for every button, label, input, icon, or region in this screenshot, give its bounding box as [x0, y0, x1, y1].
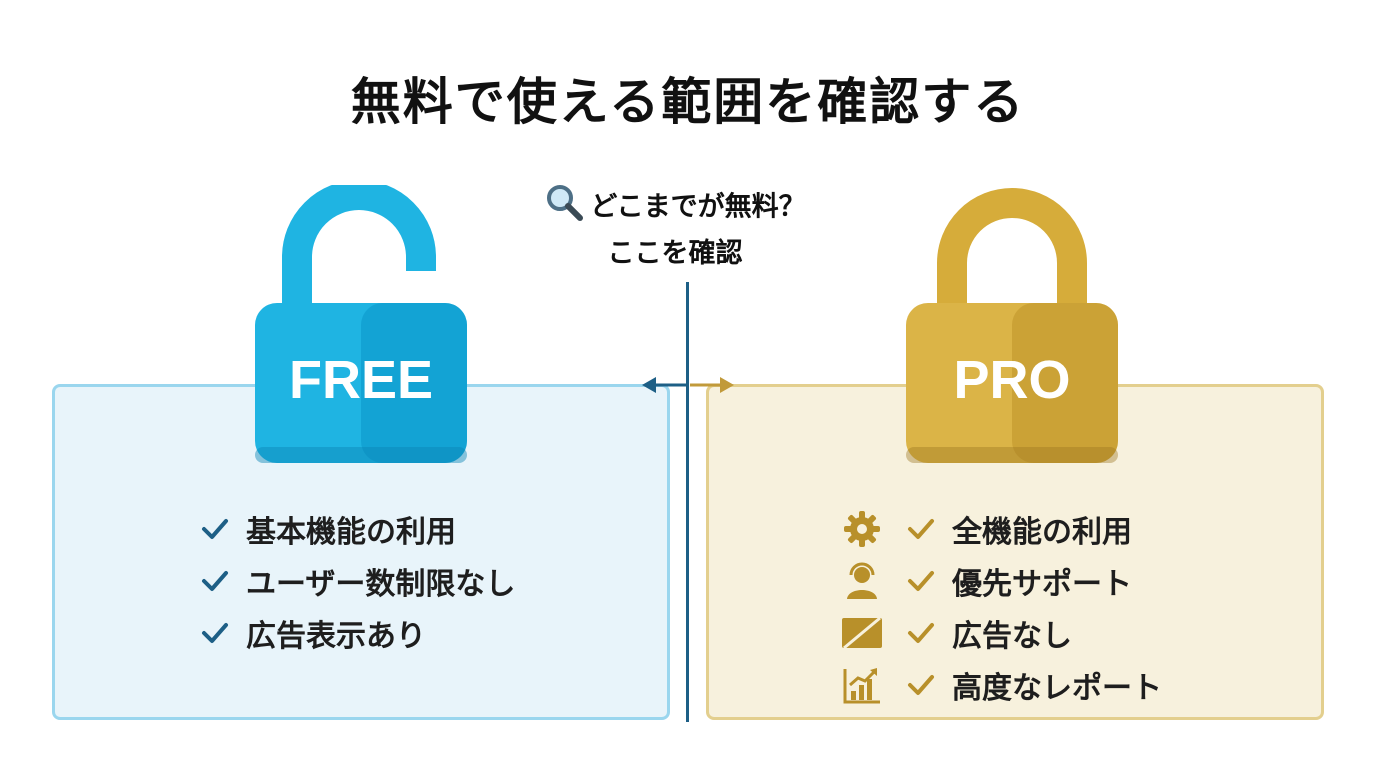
check-icon	[202, 519, 228, 539]
free-feature-text: 基本機能の利用	[246, 515, 456, 550]
page-title: 無料で使える範囲を確認する	[350, 73, 1026, 131]
check-icon	[908, 623, 934, 643]
check-icon	[202, 571, 228, 591]
center-note: どこまでが無料？ ここを確認	[510, 182, 840, 274]
magnifier-icon	[544, 182, 584, 234]
center-divider	[686, 282, 689, 722]
double-arrow-icon	[642, 377, 734, 393]
pro-feature-item: 高度なレポート	[840, 659, 1162, 711]
pro-lock-icon: PRO	[906, 185, 1118, 479]
free-feature-item: ユーザー数制限なし	[200, 555, 515, 607]
pro-feature-item: 優先サポート	[840, 555, 1162, 607]
pro-feature-text: 高度なレポート	[952, 671, 1162, 706]
support-agent-icon	[840, 561, 884, 601]
center-note-line2: ここを確認	[607, 238, 743, 269]
pro-feature-text: 広告なし	[952, 619, 1072, 654]
pro-feature-list: 全機能の利用 優先サポート 広告なし	[840, 503, 1162, 711]
free-feature-text: 広告表示あり	[246, 619, 426, 654]
pro-label: PRO	[953, 350, 1071, 410]
free-feature-list: 基本機能の利用 ユーザー数制限なし 広告表示あり	[200, 503, 515, 659]
pro-feature-item: 全機能の利用	[840, 503, 1162, 555]
free-lock-icon: FREE	[255, 180, 467, 479]
pro-feature-text: 優先サポート	[952, 567, 1132, 602]
check-icon	[202, 623, 228, 643]
pro-feature-text: 全機能の利用	[952, 515, 1132, 550]
center-note-line1: どこまでが無料？	[590, 191, 806, 223]
check-icon	[908, 519, 934, 539]
free-feature-item: 広告表示あり	[200, 607, 515, 659]
growth-chart-icon	[840, 665, 884, 705]
free-feature-text: ユーザー数制限なし	[246, 567, 516, 602]
check-icon	[908, 571, 934, 591]
free-feature-item: 基本機能の利用	[200, 503, 515, 555]
free-label: FREE	[288, 350, 434, 410]
pro-feature-item: 広告なし	[840, 607, 1162, 659]
check-icon	[908, 675, 934, 695]
gear-icon	[840, 509, 884, 549]
no-ads-icon	[840, 613, 884, 653]
